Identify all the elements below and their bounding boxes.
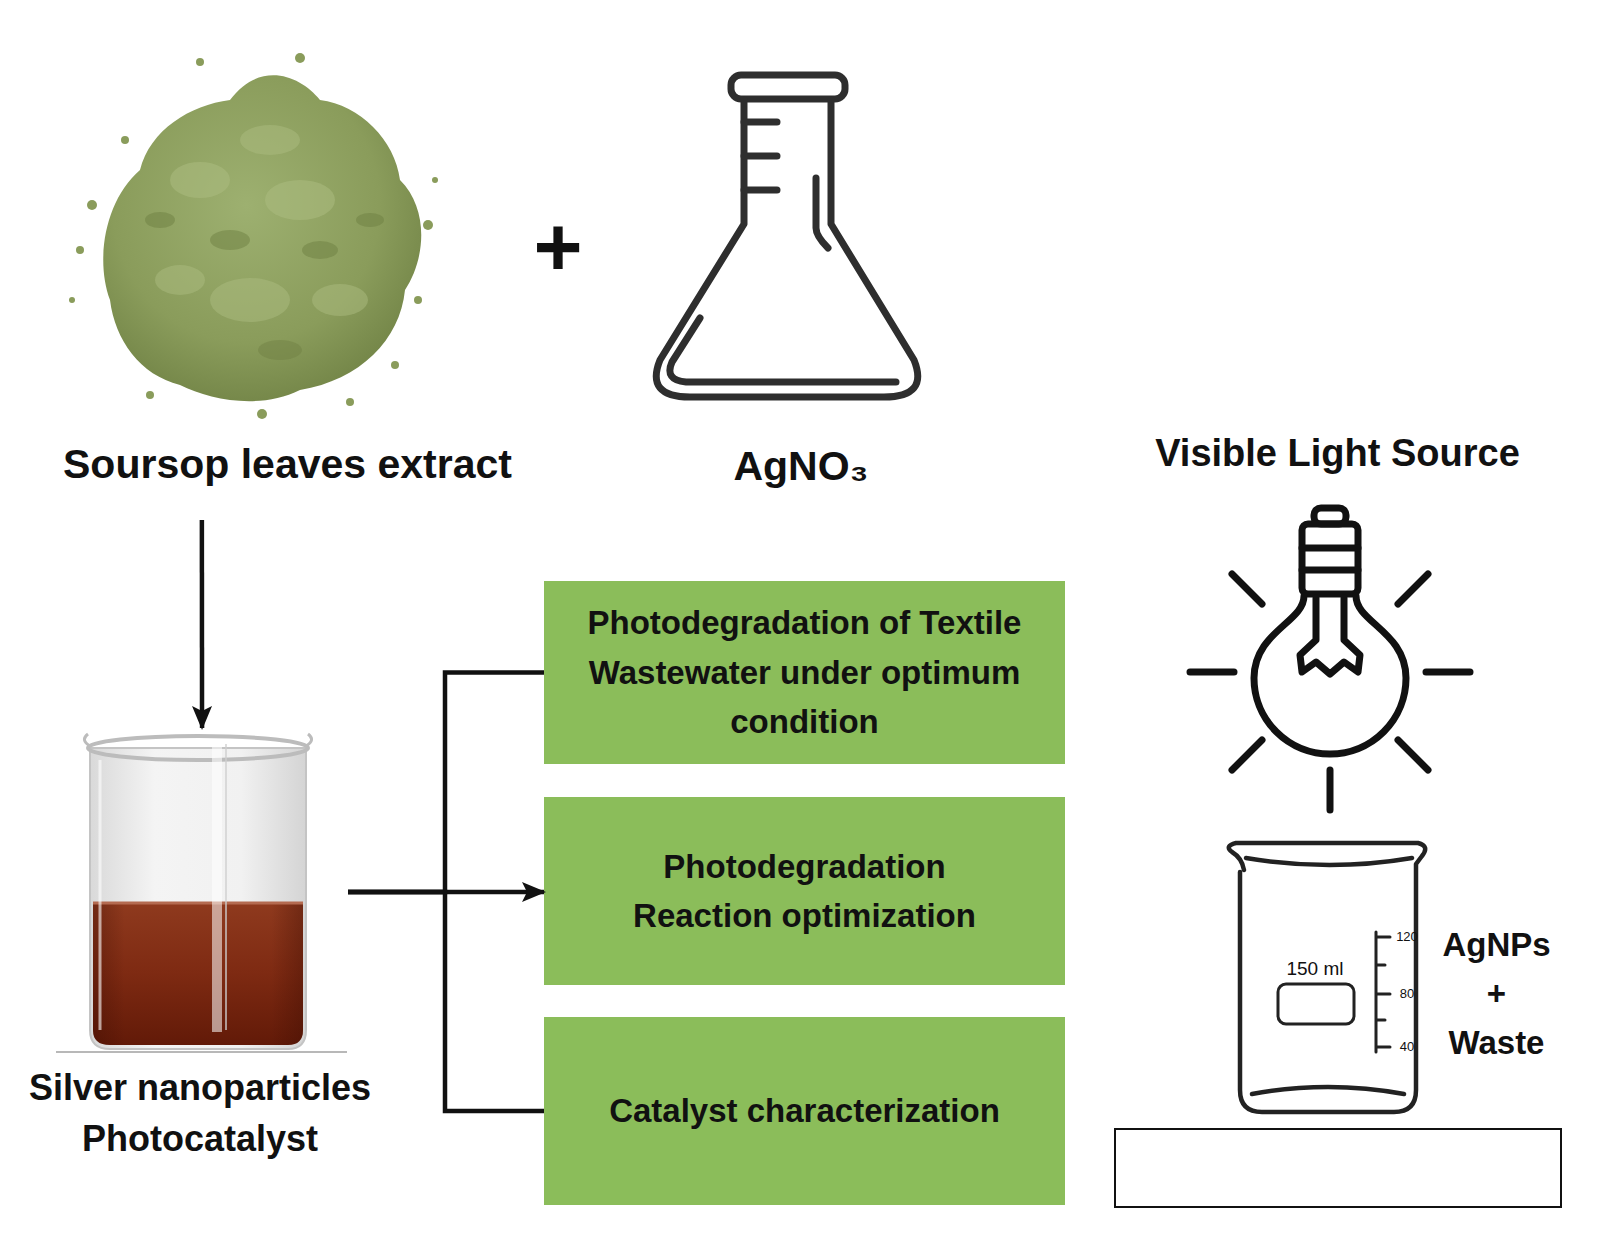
plus-sign: + — [508, 192, 608, 302]
photo-spout — [84, 734, 311, 746]
node-label: Catalyst characterization — [565, 1086, 1045, 1136]
photo-rim — [88, 736, 308, 760]
node-label: Photodegradation Reaction optimization — [615, 842, 995, 941]
light-source-node: Visible Light Source — [1130, 425, 1545, 815]
powder-illustration — [69, 53, 438, 419]
powder-grain — [414, 296, 422, 304]
powder-shadow — [302, 241, 338, 259]
node-label: Visible Light Source — [1130, 431, 1545, 477]
photo-meniscus — [93, 902, 303, 905]
bulb-glass — [1254, 596, 1406, 754]
beaker-label-plate — [1278, 984, 1354, 1024]
powder-shadow — [210, 230, 250, 250]
process-box: Photodegradation of Textile Wastewater u… — [544, 581, 1065, 764]
powder-grain — [295, 53, 305, 63]
scale-number: 40 — [1390, 1039, 1424, 1055]
powder-clump — [170, 162, 230, 198]
empty-frame — [1115, 1129, 1561, 1207]
edge-group — [202, 520, 544, 1111]
node-label: Soursop leaves extract — [20, 440, 555, 489]
powder-grain — [76, 246, 84, 254]
connector-arrow — [348, 673, 544, 893]
powder-clump — [265, 180, 335, 220]
bulb-screw-bands — [1302, 548, 1358, 570]
flask-rim — [731, 75, 845, 99]
process-box: Photodegradation Reaction optimization — [544, 797, 1065, 985]
node-label: Photodegradation of Textile Wastewater u… — [580, 598, 1030, 747]
powder-grain — [346, 398, 354, 406]
node-label: AgNPs + Waste — [1439, 920, 1554, 1067]
beaker-bottom — [1252, 1087, 1404, 1094]
powder-shadow — [258, 340, 302, 360]
node-label: Silver nanoparticles Photocatalyst — [0, 1062, 400, 1164]
bulb-screw — [1302, 524, 1358, 594]
beaker-rim — [1246, 858, 1412, 865]
scale-number: 80 — [1390, 986, 1424, 1002]
connector-arrow — [200, 520, 205, 728]
powder-grain — [87, 200, 97, 210]
powder-clump — [210, 278, 290, 322]
powder-shadow — [145, 212, 175, 228]
beaker-scale — [1376, 932, 1390, 1052]
photo-baseline — [56, 1051, 347, 1053]
photo-liquid — [93, 902, 303, 1045]
catalyst-node: Silver nanoparticles Photocatalyst — [30, 728, 348, 1168]
powder-grain — [146, 391, 154, 399]
photo-rod — [212, 742, 222, 1032]
process-box: Catalyst characterization — [544, 1017, 1065, 1205]
reagent-node: AgNO₃ — [620, 55, 950, 495]
bulb-filament — [1300, 598, 1360, 674]
volume-label: 150 ml — [1265, 957, 1365, 981]
photo-liquid-shade — [93, 902, 303, 1045]
photo-rod-edge — [225, 744, 227, 1030]
powder-grain — [432, 177, 438, 183]
bulb-icon — [1190, 508, 1470, 810]
reaction-beaker-node: AgNPs + Waste — [1220, 840, 1550, 1110]
flask-body — [656, 100, 918, 397]
ingredient-node: Soursop leaves extract — [40, 35, 535, 520]
scale-number: 120 — [1390, 929, 1424, 945]
flask-highlight — [816, 178, 828, 248]
photo-glass — [90, 748, 306, 1049]
flask-highlight — [670, 318, 896, 382]
powder-pile — [103, 75, 421, 401]
beaker-icon — [1229, 843, 1425, 1112]
light-rays — [1190, 574, 1470, 810]
powder-clump — [155, 265, 205, 295]
powder-grain — [257, 409, 267, 419]
powder-grain — [391, 361, 399, 369]
beaker-outline — [1229, 843, 1425, 1112]
powder-shadow — [356, 213, 384, 227]
powder-grain — [196, 58, 204, 66]
powder-grain — [121, 136, 129, 144]
photo-glass-edge — [99, 760, 102, 1030]
powder-clump — [312, 284, 368, 316]
beaker-photo — [56, 734, 347, 1052]
powder-clump — [240, 125, 300, 155]
flask-icon — [656, 75, 918, 397]
powder-grain — [69, 297, 75, 303]
node-label: AgNO₃ — [636, 442, 966, 491]
flask-graduations — [744, 122, 777, 190]
powder-grain — [423, 220, 433, 230]
connector-arrow — [348, 892, 544, 1111]
